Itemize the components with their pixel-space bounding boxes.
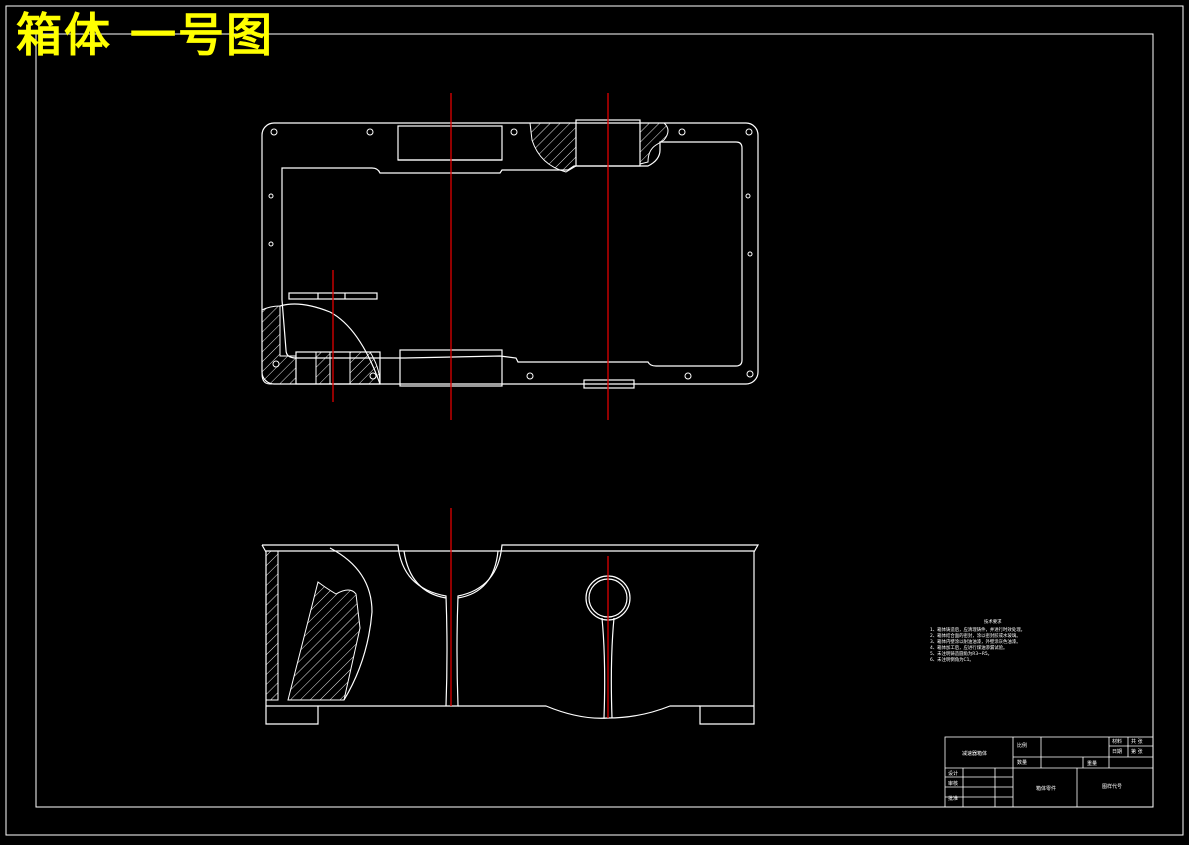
- company-label: 减速器箱体: [962, 750, 987, 757]
- front-hatch-rib: [287, 581, 361, 701]
- material-label: 材料: [1112, 738, 1122, 745]
- front-hatch-wall: [265, 550, 279, 701]
- notes-heading: 技术要求: [984, 618, 1002, 625]
- note-line: 6、未注明倒角为C1。: [930, 656, 974, 663]
- bearing-boss-bottom-right: [583, 379, 635, 389]
- check-label: 审核: [948, 780, 958, 787]
- front-view-base: [458, 705, 700, 719]
- note-line: 2、箱体结合面的密封，涂以密封胶或水玻璃。: [930, 632, 1021, 639]
- inner-frame: [35, 33, 1154, 808]
- note-line: 4、箱体加工后，应进行煤油渗漏试验。: [930, 644, 1007, 651]
- front-break-curve: [329, 547, 373, 701]
- title-block: 减速器箱体 比例 数量 重量 共 张 第 张 材料 日期 设计 审核 批准 箱体…: [944, 736, 1154, 808]
- approve-label: 批准: [948, 795, 958, 802]
- date-label: 日期: [1112, 749, 1122, 755]
- bolt-holes-top-view: [268, 128, 754, 380]
- sheet-total: 共 张: [1131, 738, 1143, 745]
- note-line: 3、箱体内壁涂以耐油油漆，外壁涂灰色油漆。: [930, 638, 1021, 645]
- bearing-boss-top-left: [397, 125, 503, 161]
- front-view: [261, 508, 760, 725]
- top-view: [261, 93, 759, 420]
- front-rib: [601, 617, 615, 719]
- design-label: 设计: [948, 770, 958, 777]
- scale-label: 比例: [1017, 742, 1027, 749]
- break-curve: [279, 303, 381, 385]
- top-view-outline: [261, 122, 759, 385]
- section-hatch-bottom: [261, 305, 297, 385]
- part-name: 箱体零件: [1036, 785, 1056, 792]
- note-line: 5、未注明铸造圆角为R3~R5。: [930, 650, 992, 657]
- technical-notes: 技术要求 1、箱体铸造后，应清理铸件，并进行时效处理。 2、箱体结合面的密封，涂…: [930, 618, 1025, 663]
- section-hatch-top-right: [639, 122, 669, 165]
- section-hatch-bottom-boss: [315, 351, 381, 385]
- outer-border: [5, 5, 1184, 836]
- drawing-number: 图样代号: [1102, 783, 1122, 790]
- weight-label: 重量: [1087, 760, 1097, 767]
- sheet-number: 第 张: [1131, 748, 1143, 755]
- section-hatch-top: [529, 122, 577, 173]
- drawing-title: 箱体 一号图: [16, 8, 275, 62]
- front-bearing-arc: [403, 550, 499, 599]
- top-view-cavity: [281, 141, 743, 367]
- note-line: 1、箱体铸造后，应清理铸件，并进行时效处理。: [930, 626, 1025, 633]
- qty-label: 数量: [1017, 759, 1027, 766]
